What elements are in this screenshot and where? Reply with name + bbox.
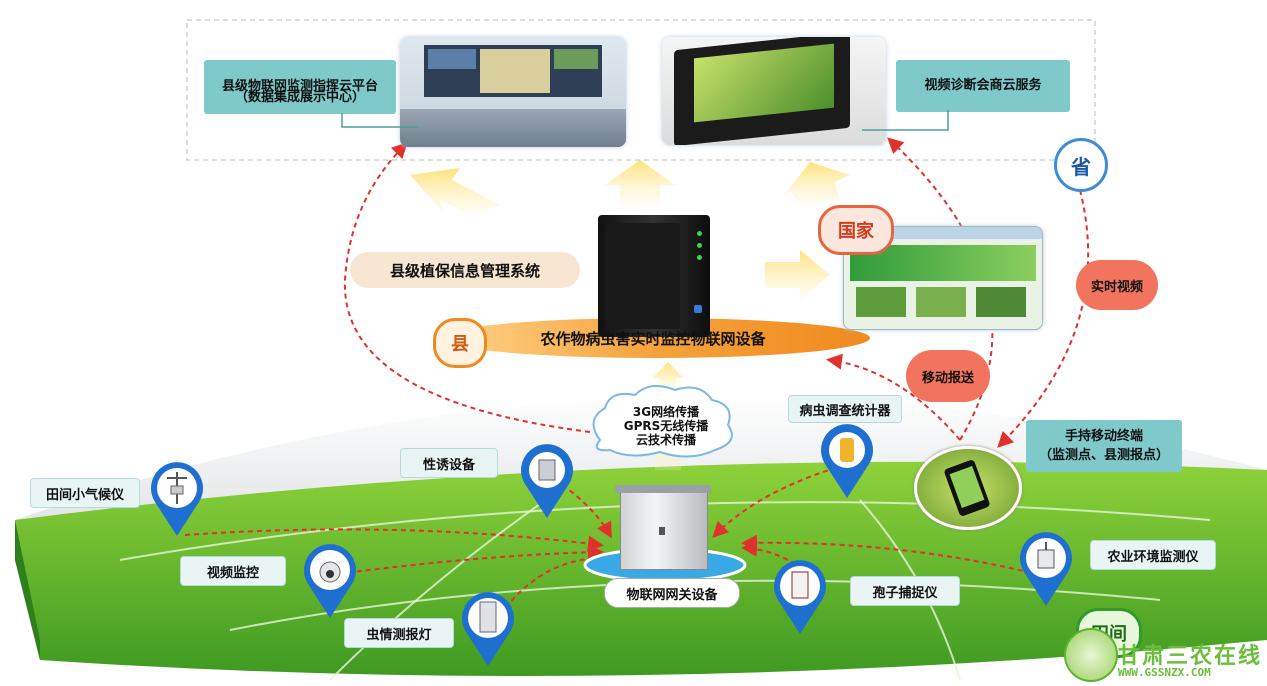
video-monitor-pin (298, 540, 362, 620)
callout-line (341, 113, 418, 128)
handheld-label: 手持移动终端 （监测点、县测报点） (1026, 420, 1182, 472)
county-badge: 县 (433, 318, 487, 368)
upward-arrows (410, 160, 850, 470)
cloud-platform-line2: （数据集成展示中心） (234, 90, 365, 105)
lure-pin (515, 440, 573, 518)
pest-lamp-pin (456, 588, 520, 666)
server-device (598, 215, 710, 337)
gateway-label: 物联网网关设备 (604, 578, 740, 608)
county-ellipse (440, 318, 870, 358)
handheld-image (914, 446, 1022, 530)
env-monitor-label: 农业环境监测仪 (1090, 540, 1216, 570)
spore-trap-label: 孢子捕捉仪 (850, 576, 960, 606)
pest-counter-label: 病虫调查统计器 (788, 395, 902, 423)
transmission-text: 3G网络传播 GPRS无线传播 云技术传播 (596, 405, 736, 447)
transmission-line2: GPRS无线传播 (623, 419, 709, 433)
env-monitor-pin (1014, 528, 1078, 608)
tablet-image (662, 37, 886, 145)
watermark-url: WWW.GSSNZX.COM (1118, 666, 1211, 679)
national-system-image (843, 226, 1043, 330)
iot-device-text: 农作物病虫害实时监控物联网设备 (540, 330, 766, 348)
cloud-platform-line1: 县级物联网监测指挥云平台 (221, 79, 378, 95)
realtime-video-badge: 实时视频 (1076, 260, 1158, 310)
red-dashed-links (184, 137, 1090, 616)
callout-line-2 (862, 110, 949, 131)
gateway-cabinet (615, 485, 711, 570)
mobile-report-badge: 移动报送 (906, 350, 990, 402)
video-service-label: 视频诊断会商云服务 (896, 60, 1070, 112)
cloud-platform-label: 县级物联网监测指挥云平台 (204, 60, 396, 114)
spore-trap-pin (768, 556, 832, 636)
watermark-name: 甘肃三农在线 (1118, 644, 1263, 669)
command-center-image (400, 37, 626, 147)
pest-lamp-label: 虫情测报灯 (344, 618, 454, 648)
province-badge: 省 (1054, 138, 1108, 192)
handheld-line1: 手持移动终端 (1064, 428, 1143, 444)
video-monitor-label: 视频监控 (180, 556, 286, 586)
country-badge: 国家 (818, 205, 894, 255)
top-dashed-box (186, 19, 1096, 161)
weather-pin (145, 458, 209, 538)
county-system-label: 县级植保信息管理系统 (350, 252, 580, 288)
weather-label: 田间小气候仪 (30, 478, 140, 508)
transmission-line3: 云技术传播 (635, 433, 696, 447)
transmission-cloud (592, 385, 733, 458)
watermark-logo-icon (1064, 628, 1118, 682)
handheld-line2: （监测点、县测报点） (1038, 448, 1169, 463)
transmission-line1: 3G网络传播 (632, 405, 700, 419)
lure-label: 性诱设备 (400, 448, 498, 478)
pest-counter-pin (815, 420, 873, 498)
